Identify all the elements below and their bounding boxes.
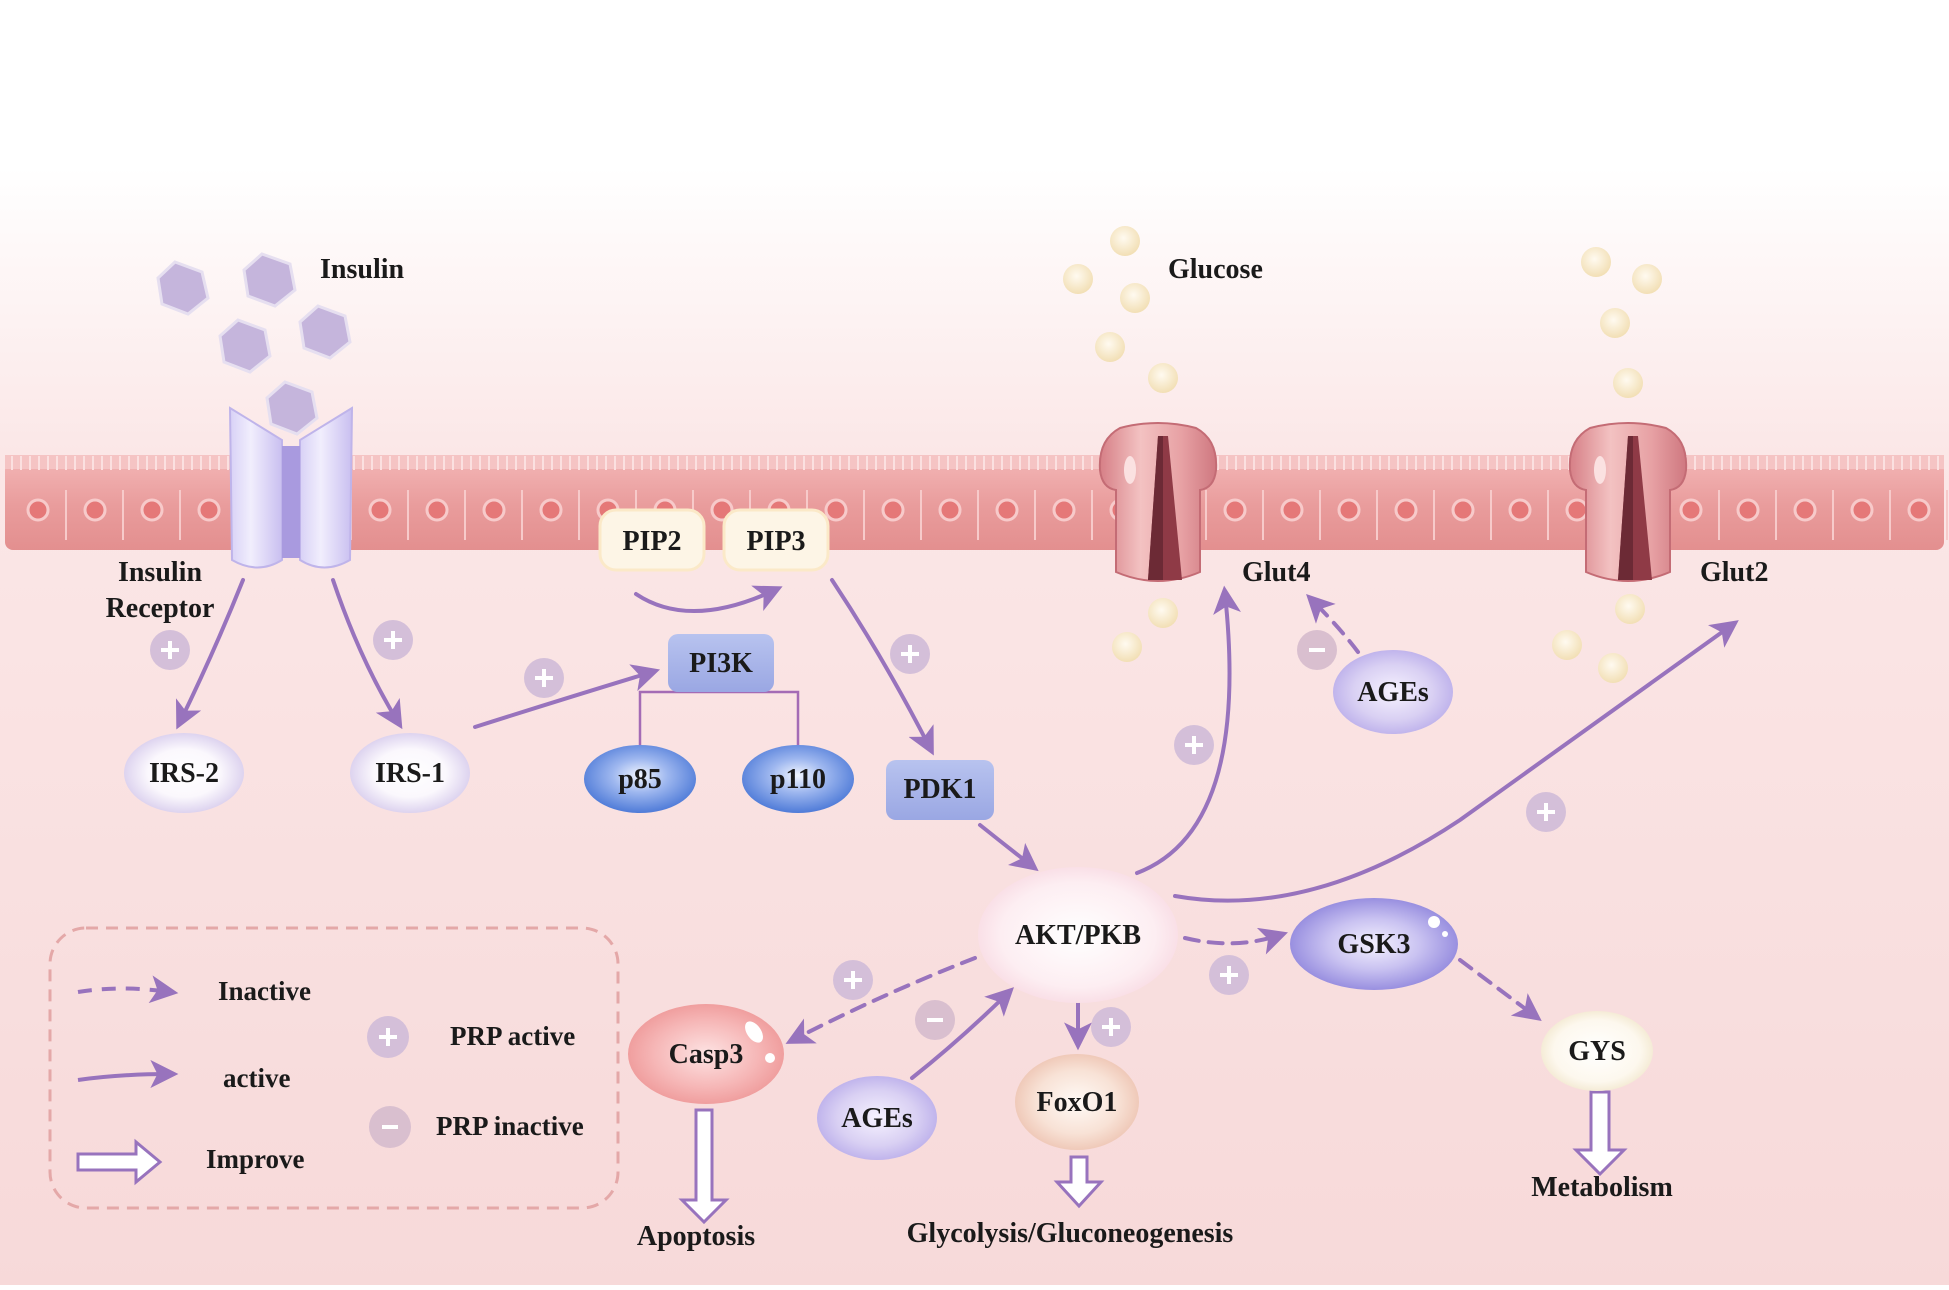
apoptosis-label: Apoptosis	[637, 1221, 755, 1252]
foxo1-label: FoxO1	[1037, 1087, 1118, 1118]
arrow-pip3-pdk1	[830, 578, 934, 756]
arrow-gsk3-gys	[1458, 958, 1542, 1022]
insulin-receptor-label-line2: Receptor	[106, 593, 215, 624]
node-irs1: IRS-1	[350, 733, 470, 813]
node-casp3: Casp3	[628, 1004, 784, 1104]
pi3k-label: PI3K	[689, 648, 753, 679]
irs2-label: IRS-2	[149, 758, 219, 789]
legend-inactive-label: Inactive	[218, 976, 311, 1006]
glut4-label: Glut4	[1242, 557, 1310, 588]
plus-badge	[1209, 955, 1249, 995]
irs1-label: IRS-1	[375, 758, 445, 789]
plus-badge	[524, 658, 564, 698]
arrow-casp3-apoptosis	[678, 1108, 730, 1225]
gsk3-label: GSK3	[1337, 929, 1410, 960]
node-pdk1: PDK1	[886, 760, 994, 820]
arrow-akt-casp3	[785, 956, 977, 1044]
legend: Inactive active Improve PRP active PRP i…	[48, 926, 620, 1210]
node-p85: p85	[584, 745, 696, 813]
arrow-ages-glut4	[1306, 594, 1360, 654]
legend-improve-label: Improve	[206, 1144, 305, 1174]
pip3-label: PIP3	[746, 526, 805, 557]
legend-inactive-arrow	[77, 975, 179, 1004]
arrow-akt-glut4	[1135, 585, 1241, 875]
arrow-ages-akt	[910, 987, 1015, 1080]
casp3-label: Casp3	[669, 1039, 744, 1070]
insulin-label: Insulin	[320, 254, 404, 285]
plus-badge	[890, 634, 930, 674]
legend-active-label: active	[223, 1063, 290, 1093]
arrow-irs1-pi3k	[473, 664, 661, 729]
glut4-transporter-icon	[1098, 422, 1218, 582]
node-ages-bottom: AGEs	[817, 1076, 937, 1160]
node-foxo1: FoxO1	[1015, 1054, 1139, 1150]
node-pi3k: PI3K	[668, 634, 774, 692]
arrow-pdk1-akt	[978, 823, 1039, 872]
insulin-molecules	[156, 252, 352, 436]
plus-badge	[1091, 1007, 1131, 1047]
legend-prp-active-label: PRP active	[450, 1021, 575, 1051]
node-gys: GYS	[1541, 1011, 1653, 1091]
legend-prp-inactive-label: PRP inactive	[436, 1111, 584, 1141]
p110-label: p110	[770, 764, 826, 795]
arrow-akt-gsk3	[1183, 927, 1288, 955]
glucose-label: Glucose	[1168, 254, 1263, 285]
arrow-gys-metabolism	[1572, 1090, 1628, 1177]
node-pip3: PIP3	[722, 508, 830, 572]
ages-top-label: AGEs	[1357, 677, 1429, 708]
ages-bottom-label: AGEs	[841, 1103, 913, 1134]
node-irs2: IRS-2	[124, 733, 244, 813]
minus-badge	[1297, 630, 1337, 670]
pdk1-label: PDK1	[903, 774, 976, 805]
pip2-label: PIP2	[622, 526, 681, 557]
legend-active-arrow	[77, 1060, 179, 1089]
glycolysis-label: Glycolysis/Gluconeogenesis	[907, 1218, 1234, 1249]
arrow-pip2-pip3	[634, 585, 783, 614]
node-gsk3: GSK3	[1290, 898, 1458, 990]
inactive-arrows	[785, 594, 1542, 1044]
arrow-receptor-irs2	[175, 578, 245, 730]
prp-badges	[150, 620, 1566, 1047]
glut2-label: Glut2	[1700, 557, 1768, 588]
node-p110: p110	[742, 745, 854, 813]
legend-plus-badge	[367, 1016, 409, 1058]
arrow-akt-glut2	[1173, 620, 1739, 903]
active-arrows	[175, 578, 1739, 1080]
plus-badge	[150, 630, 190, 670]
insulin-receptor-label-line1: Insulin	[118, 557, 202, 588]
legend-minus-badge	[369, 1106, 411, 1148]
plus-badge	[833, 960, 873, 1000]
legend-improve-arrow	[76, 1138, 163, 1186]
node-akt: AKT/PKB	[978, 867, 1178, 1003]
akt-label: AKT/PKB	[1015, 920, 1141, 951]
node-pip2: PIP2	[598, 508, 706, 572]
glucose-molecules	[1063, 226, 1662, 683]
p85-label: p85	[618, 764, 662, 795]
node-ages-top: AGEs	[1333, 650, 1453, 734]
glut2-transporter-icon	[1568, 422, 1688, 582]
arrow-foxo1-glycolysis	[1053, 1155, 1105, 1209]
arrow-receptor-irs1	[331, 578, 403, 730]
plus-badge	[1174, 725, 1214, 765]
gys-label: GYS	[1568, 1036, 1626, 1067]
plus-badge	[1526, 792, 1566, 832]
metabolism-label: Metabolism	[1531, 1172, 1673, 1203]
insulin-receptor-icon	[228, 406, 354, 569]
improve-arrows	[678, 1090, 1628, 1225]
minus-badge	[915, 1000, 955, 1040]
plus-badge	[373, 620, 413, 660]
